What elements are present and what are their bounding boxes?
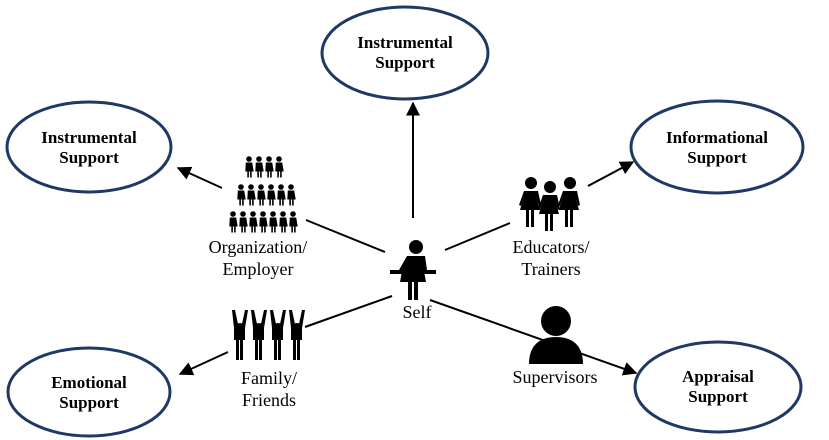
support-ellipse bbox=[320, 5, 490, 101]
arrow-organization-instrumental bbox=[176, 166, 223, 189]
self-label: Self bbox=[403, 302, 432, 322]
support-node-top: Instrumental Support bbox=[320, 5, 490, 101]
support-node-right-bottom: Appraisal Support bbox=[633, 340, 803, 434]
arrow-educators-informational bbox=[587, 161, 635, 187]
crowd-icon bbox=[229, 156, 298, 233]
support-label-line1: Emotional bbox=[51, 373, 127, 392]
support-node-right-top: Informational Support bbox=[629, 99, 805, 195]
cheering-group-icon bbox=[232, 310, 305, 360]
support-label-line1: Instrumental bbox=[41, 128, 137, 147]
support-ellipse bbox=[629, 99, 805, 195]
person-shrug-icon bbox=[390, 240, 436, 300]
support-label-line2: Support bbox=[688, 387, 748, 406]
educators-label-line1: Educators/ bbox=[513, 237, 590, 257]
support-node-left-bottom: Emotional Support bbox=[6, 346, 172, 438]
family-label-line1: Family/ bbox=[241, 368, 297, 388]
support-label-line2: Support bbox=[59, 148, 119, 167]
support-label-line2: Support bbox=[687, 148, 747, 167]
line-self-family bbox=[304, 295, 393, 328]
organization-label-line1: Organization/ bbox=[209, 237, 308, 257]
support-ellipse bbox=[633, 340, 803, 434]
support-ellipse bbox=[6, 346, 172, 438]
supervisors-label: Supervisors bbox=[513, 367, 598, 387]
supervisor-bust-icon bbox=[529, 306, 583, 364]
support-label-line1: Informational bbox=[666, 128, 768, 147]
support-label-line2: Support bbox=[375, 53, 435, 72]
family-label-line2: Friends bbox=[242, 390, 296, 410]
support-label-line1: Instrumental bbox=[357, 33, 453, 52]
arrow-self-supervisors-appraisal bbox=[429, 299, 638, 376]
arrow-family-emotional bbox=[178, 351, 229, 376]
educators-label-line2: Trainers bbox=[521, 259, 580, 279]
line-self-educators bbox=[444, 222, 511, 251]
support-label-line1: Appraisal bbox=[682, 367, 754, 386]
three-women-icon bbox=[519, 177, 580, 231]
connector-lines bbox=[176, 101, 638, 376]
organization-label-line2: Employer bbox=[223, 259, 294, 279]
support-node-left-top: Instrumental Support bbox=[5, 100, 173, 194]
line-self-organization bbox=[305, 219, 386, 253]
support-label-line2: Support bbox=[59, 393, 119, 412]
support-ellipse bbox=[5, 100, 173, 194]
